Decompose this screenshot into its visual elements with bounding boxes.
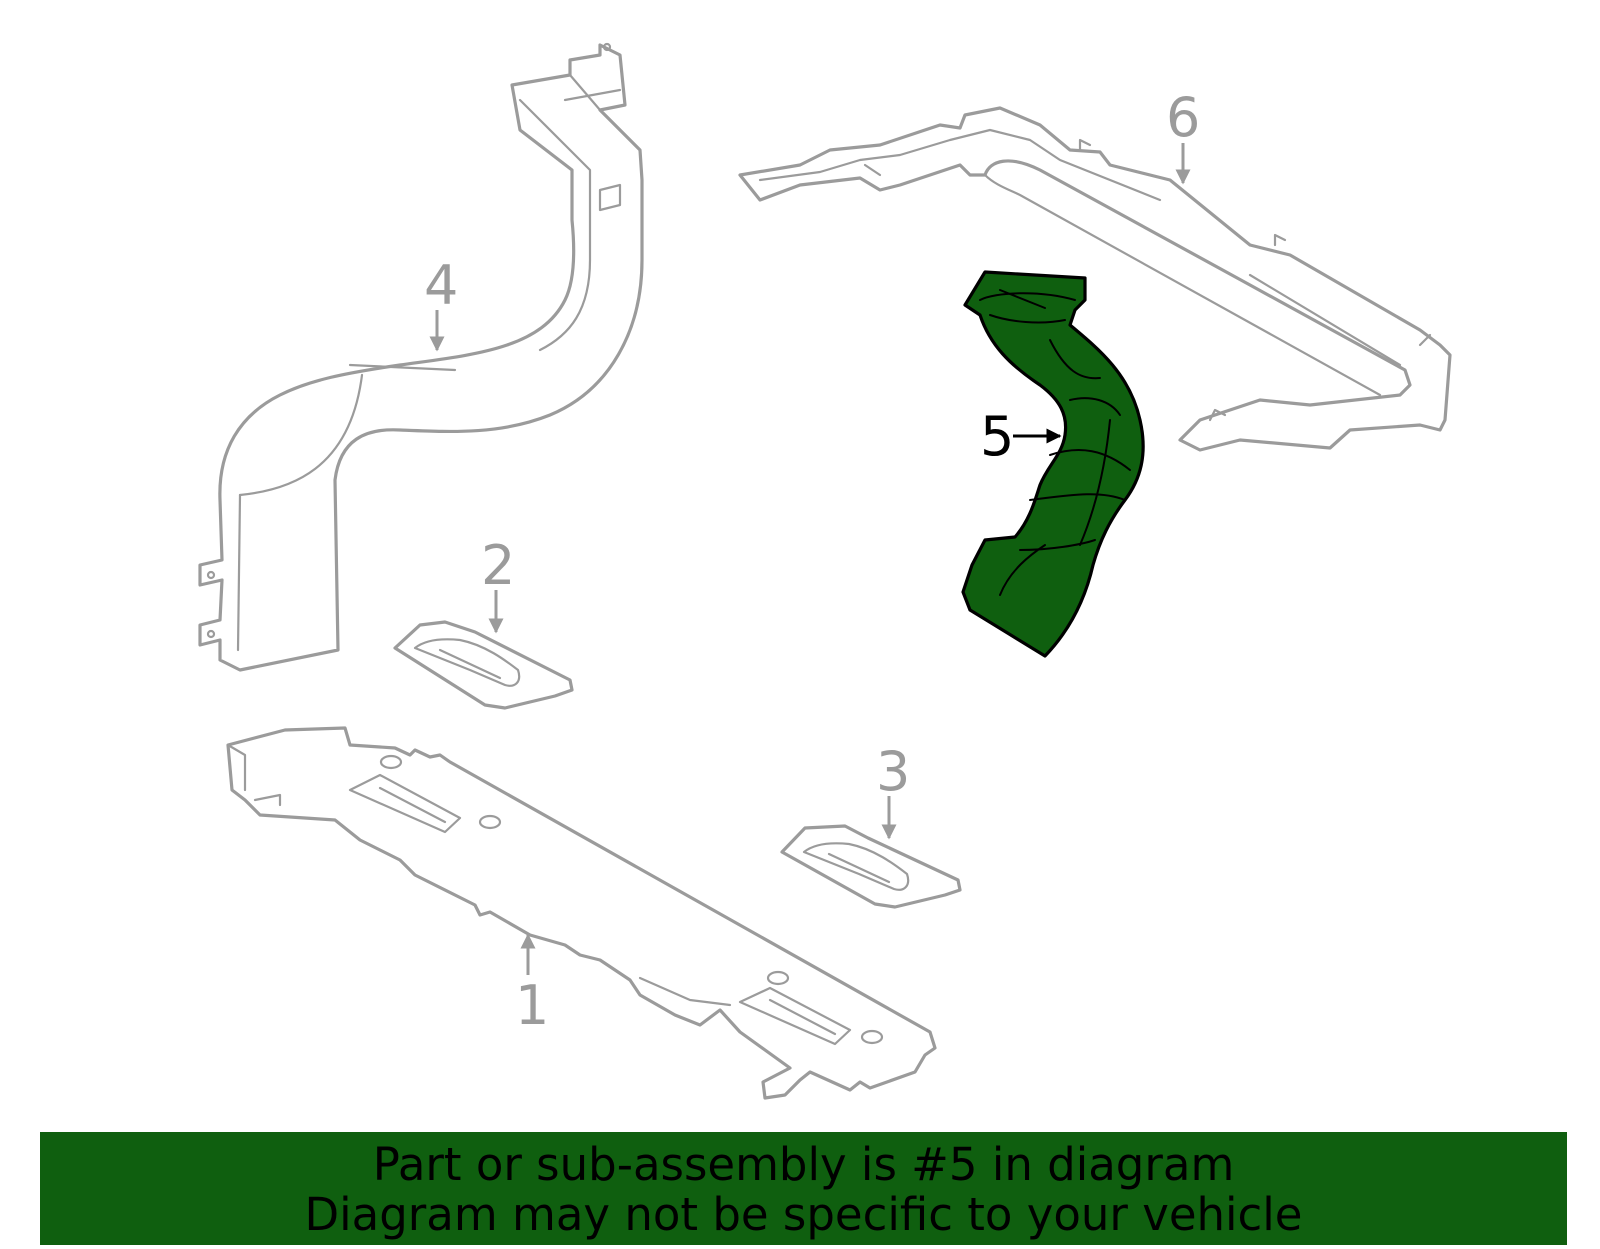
part-5-duct-highlighted[interactable] <box>961 270 1145 658</box>
part-4-duct[interactable] <box>198 42 644 672</box>
callout-6: 6 <box>1166 86 1200 149</box>
banner-line-2: Diagram may not be specific to your vehi… <box>304 1188 1303 1241</box>
part-3-register[interactable] <box>780 824 962 909</box>
callout-3: 3 <box>876 740 910 803</box>
part-6-duct[interactable] <box>738 106 1452 452</box>
callout-4: 4 <box>424 254 458 317</box>
callout-5: 5 <box>980 405 1014 468</box>
banner-line-1: Part or sub-assembly is #5 in diagram <box>372 1138 1235 1191</box>
callout-1: 1 <box>515 974 549 1037</box>
info-banner: Part or sub-assembly is #5 in diagram Di… <box>40 1132 1567 1245</box>
part-2-register[interactable] <box>393 620 574 710</box>
callout-2: 2 <box>481 534 515 597</box>
part-1-duct[interactable] <box>226 726 937 1100</box>
